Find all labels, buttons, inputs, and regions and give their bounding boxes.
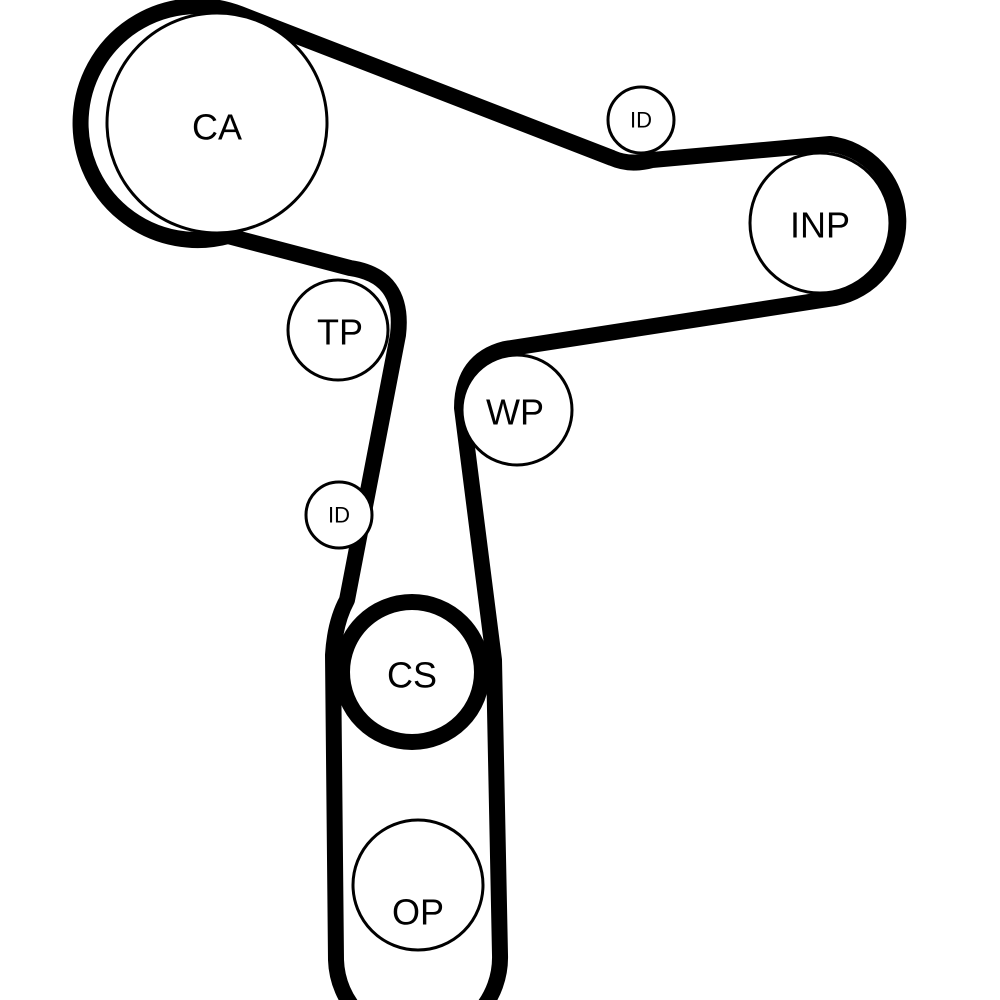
- pulley-wp-label: WP: [486, 392, 544, 433]
- pulley-ca: CA: [105, 11, 329, 235]
- pulley-cs-label: CS: [387, 655, 437, 696]
- pulley-tp: TP: [286, 278, 390, 382]
- timing-belt: [72, 0, 907, 1000]
- pulley-idler-lower: ID: [304, 480, 374, 550]
- pulley-idler-top: ID: [606, 85, 676, 155]
- pulley-inp: INP: [748, 151, 892, 295]
- pulley-ca-label: CA: [192, 107, 242, 148]
- pulley-op: OP: [351, 818, 485, 952]
- pulley-tp-label: TP: [317, 312, 363, 353]
- pulley-idler-lower-label: ID: [328, 503, 350, 528]
- pulley-idler-top-label: ID: [630, 108, 652, 133]
- pulley-inp-label: INP: [790, 205, 850, 246]
- pulley-cs: CS: [334, 594, 490, 750]
- pulley-op-label: OP: [392, 892, 444, 933]
- pulley-wp: WP: [460, 353, 574, 467]
